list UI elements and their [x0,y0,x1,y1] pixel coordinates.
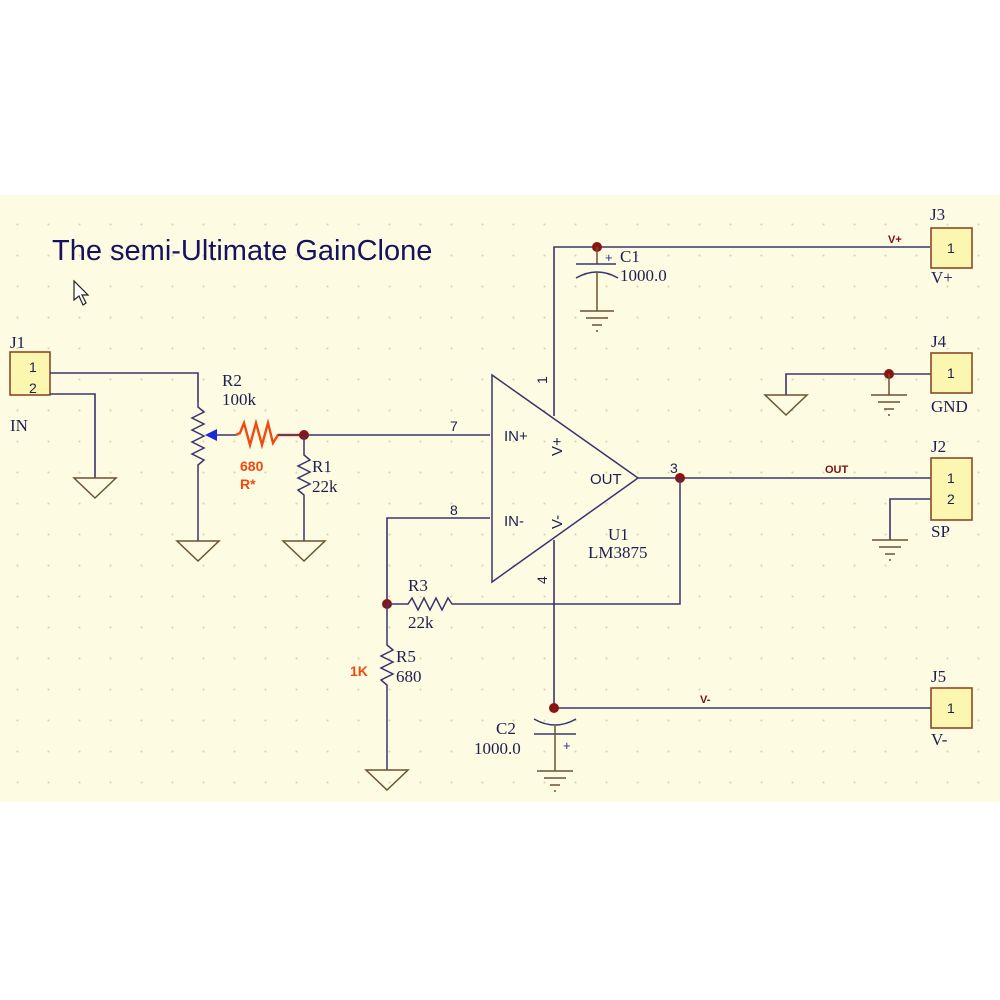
schematic-title: The semi-Ultimate GainClone [52,235,432,267]
earth-ground-symbol [872,539,908,561]
pin-label-in-plus: IN+ [504,428,528,445]
pin-number-7: 7 [450,418,458,434]
c2-polarity: + [563,738,571,753]
wire-j1-pin2 [50,393,96,478]
connector-j5: J5 1 V- [930,667,973,749]
wire-in-minus [386,517,490,604]
wire-gnd [785,373,931,395]
added-resistor-ref: R* [240,476,256,492]
j1-pin-2: 2 [29,380,37,396]
j3-ref: J3 [930,205,945,224]
u1-value: LM3875 [588,543,648,562]
ground-symbol [364,769,410,792]
schematic-sheet [0,195,1000,802]
added-resistor-value: 680 [240,458,264,474]
j1-ref: J1 [10,333,25,352]
pin-label-out: OUT [590,471,622,488]
j4-pin-1: 1 [947,365,955,381]
pin-number-4: 4 [534,576,550,584]
mouse-cursor-icon [73,279,90,306]
earth-ground-symbol [537,770,573,792]
connector-j1: J1 1 2 IN [9,333,51,435]
ground-symbol [281,540,327,563]
c1-value: 1000.0 [620,266,667,285]
net-label-out: OUT [825,464,849,476]
earth-ground-symbol [580,310,614,332]
junction-dot [549,703,559,713]
resistor-r3: R3 22k [387,478,681,632]
r1-value: 22k [312,477,338,496]
pin-label-v-plus: V+ [549,437,566,456]
wiper-arrow-icon [205,429,217,441]
ground-symbol [763,394,809,417]
r2-ref: R2 [222,371,242,390]
capacitor-c1: + C1 1000.0 [575,247,667,311]
j2-pin-2: 2 [947,491,955,507]
wire-sp-pin2 [889,498,931,540]
added-resistor-r-star: 680 R* [235,418,304,492]
j4-name: GND [931,397,968,416]
j4-body [930,352,973,394]
pin-number-3: 3 [670,460,678,476]
connector-j3: J3 1 V+ [930,205,973,287]
j4-ref: J4 [931,332,947,351]
pin-label-v-minus: V- [549,515,566,529]
r3-value: 22k [408,613,434,632]
j1-pin-1: 1 [29,359,37,375]
c2-value: 1000.0 [474,739,521,758]
j3-pin-1: 1 [947,240,955,256]
earth-ground-symbol [871,374,907,416]
resistor-r1: R1 22k [296,435,338,541]
opamp-triangle [491,373,640,584]
j5-name: V- [931,730,948,749]
opamp-u1: IN+ IN- OUT V+ V- U1 LM3875 7 8 3 1 4 [450,373,678,584]
j2-ref: J2 [931,437,946,456]
r3-ref: R3 [408,576,428,595]
net-label-v-plus: V+ [888,234,902,246]
j2-pin-1: 1 [947,470,955,486]
r5-value: 680 [396,667,422,686]
j5-ref: J5 [931,667,946,686]
potentiometer-r2: R2 100k [190,371,257,541]
u1-ref: U1 [608,525,629,544]
pin-number-8: 8 [450,502,458,518]
ground-symbol [72,477,118,500]
r2-value: 100k [222,390,257,409]
wire-j1-pin1 [50,372,199,402]
j5-pin-1: 1 [947,700,955,716]
c1-ref: C1 [620,247,640,266]
j1-name: IN [10,416,28,435]
net-label-v-minus: V- [700,694,711,706]
pin-label-in-minus: IN- [504,513,524,530]
j1-body [9,351,51,396]
j5-body [930,687,973,729]
pin-number-1: 1 [534,376,550,384]
connector-j4: J4 1 GND [930,332,973,416]
c1-polarity: + [605,250,613,265]
j2-name: SP [931,522,950,541]
r5-ref: R5 [396,647,416,666]
connector-j2: J2 1 2 SP [930,437,973,541]
j3-body [930,227,973,269]
r1-ref: R1 [312,457,332,476]
ground-symbol [175,540,221,563]
wire-v-plus-rail [553,246,930,416]
r5-replacement-value: 1K [350,663,368,679]
c2-ref: C2 [496,719,516,738]
j3-name: V+ [931,268,953,287]
j2-body [930,457,973,521]
capacitor-c2: + C2 1000.0 [474,718,577,771]
resistor-r5: R5 680 1K [350,604,422,770]
